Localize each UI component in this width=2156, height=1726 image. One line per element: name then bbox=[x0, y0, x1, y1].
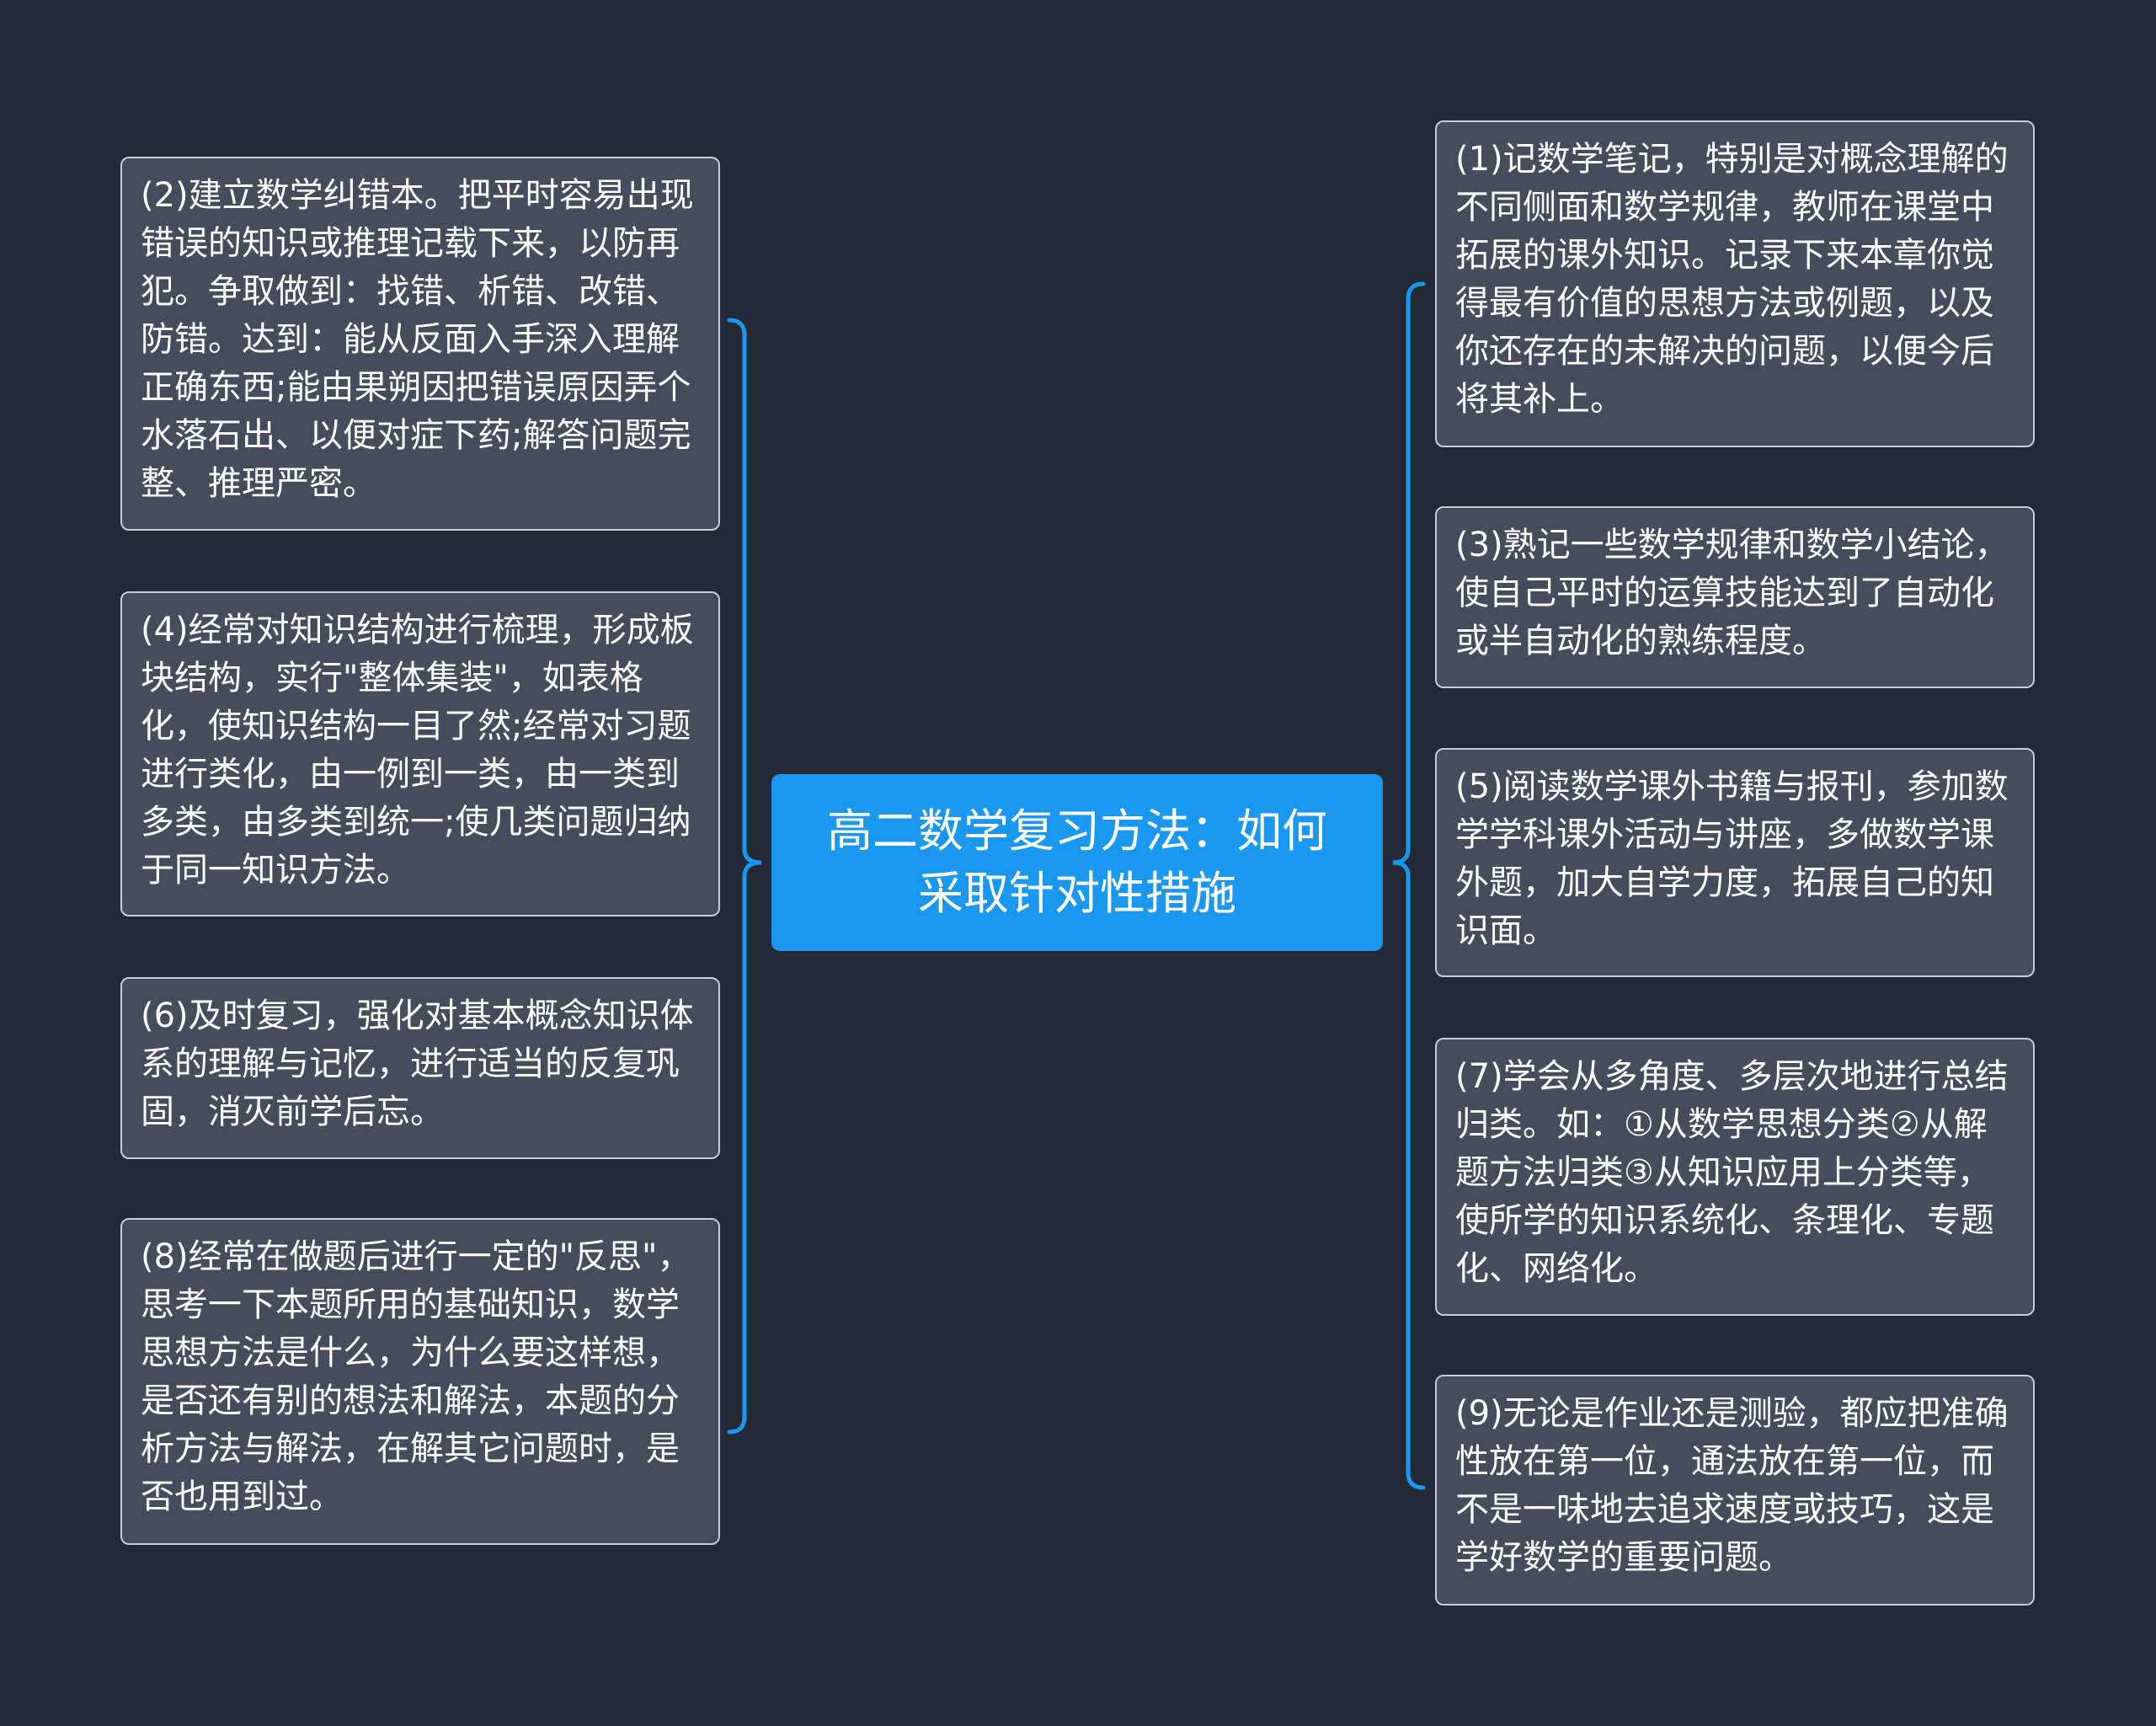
topic-node-6[interactable]: (6)及时复习，强化对基本概念知识体系的理解与记忆，进行适当的反复巩固，消灭前学… bbox=[120, 977, 720, 1159]
left-bracket-line bbox=[727, 318, 762, 1435]
topic-node-text: (7)学会从多角度、多层次地进行总结归类。如：①从数学思想分类②从解题方法归类③… bbox=[1455, 1057, 2009, 1288]
central-topic-label: 高二数学复习方法：如何采取针对性措施 bbox=[827, 804, 1327, 920]
topic-node-text: (6)及时复习，强化对基本概念知识体系的理解与记忆，进行适当的反复巩固，消灭前学… bbox=[141, 997, 694, 1131]
topic-node-8[interactable]: (8)经常在做题后进行一定的"反思"，思考一下本题所用的基础知识，数学思想方法是… bbox=[120, 1218, 720, 1545]
topic-node-9[interactable]: (9)无论是作业还是测验，都应把准确性放在第一位，通法放在第一位，而不是一味地去… bbox=[1435, 1375, 2035, 1606]
topic-node-text: (4)经常对知识结构进行梳理，形成板块结构，实行"整体集装"，如表格化，使知识结… bbox=[141, 611, 694, 890]
topic-node-1[interactable]: (1)记数学笔记，特别是对概念理解的不同侧面和数学规律，教师在课堂中拓展的课外知… bbox=[1435, 120, 2035, 447]
topic-node-7[interactable]: (7)学会从多角度、多层次地进行总结归类。如：①从数学思想分类②从解题方法归类③… bbox=[1435, 1038, 2035, 1316]
topic-node-4[interactable]: (4)经常对知识结构进行梳理，形成板块结构，实行"整体集装"，如表格化，使知识结… bbox=[120, 591, 720, 916]
central-topic[interactable]: 高二数学复习方法：如何采取针对性措施 bbox=[771, 774, 1383, 951]
topic-node-text: (5)阅读数学课外书籍与报刊，参加数学学科课外活动与讲座，多做数学课外题，加大自… bbox=[1455, 767, 2009, 950]
topic-node-3[interactable]: (3)熟记一些数学规律和数学小结论，使自己平时的运算技能达到了自动化或半自动化的… bbox=[1435, 506, 2035, 688]
topic-node-5[interactable]: (5)阅读数学课外书籍与报刊，参加数学学科课外活动与讲座，多做数学课外题，加大自… bbox=[1435, 748, 2035, 977]
topic-node-text: (9)无论是作业还是测验，都应把准确性放在第一位，通法放在第一位，而不是一味地去… bbox=[1455, 1394, 2009, 1577]
topic-node-text: (8)经常在做题后进行一定的"反思"，思考一下本题所用的基础知识，数学思想方法是… bbox=[141, 1237, 691, 1516]
topic-node-text: (1)记数学笔记，特别是对概念理解的不同侧面和数学规律，教师在课堂中拓展的课外知… bbox=[1455, 140, 2009, 419]
topic-node-2[interactable]: (2)建立数学纠错本。把平时容易出现错误的知识或推理记载下来，以防再犯。争取做到… bbox=[120, 157, 720, 531]
right-bracket-line bbox=[1392, 281, 1426, 1490]
topic-node-text: (2)建立数学纠错本。把平时容易出现错误的知识或推理记载下来，以防再犯。争取做到… bbox=[141, 176, 694, 503]
topic-node-text: (3)熟记一些数学规律和数学小结论，使自己平时的运算技能达到了自动化或半自动化的… bbox=[1455, 526, 2009, 660]
